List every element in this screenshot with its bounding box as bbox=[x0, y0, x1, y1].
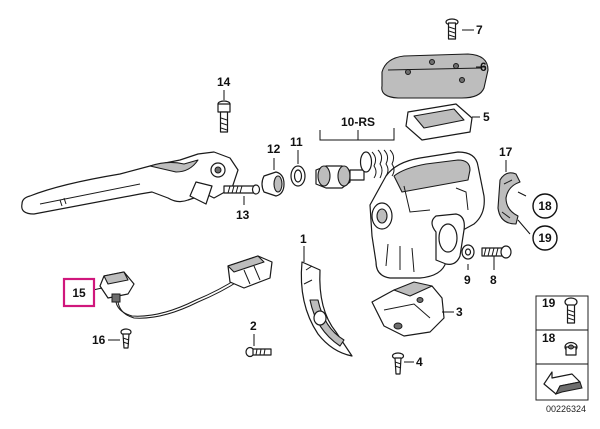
callout-17: 17 bbox=[499, 145, 513, 159]
part-8-bolt[interactable] bbox=[481, 245, 512, 259]
callout-2: 2 bbox=[250, 319, 257, 333]
callout-18-circle bbox=[532, 193, 558, 219]
part-4-bracket-screw[interactable] bbox=[391, 352, 405, 375]
legend-row-18: 18 bbox=[542, 331, 556, 345]
legend-row-19: 19 bbox=[542, 296, 556, 310]
part-12-dust-boot[interactable] bbox=[261, 171, 285, 197]
part-9-washer[interactable] bbox=[461, 244, 475, 260]
callout-7: 7 bbox=[476, 23, 483, 37]
callout-4: 4 bbox=[416, 355, 423, 369]
part-2-shield-screw[interactable] bbox=[245, 346, 272, 358]
part-5-diaphragm[interactable] bbox=[405, 103, 473, 141]
callout-5: 5 bbox=[483, 110, 490, 124]
callout-10-rs: 10-RS bbox=[341, 115, 375, 129]
callout-9: 9 bbox=[464, 273, 471, 287]
part-6-reservoir-cover[interactable] bbox=[381, 53, 489, 99]
part-13-adjuster-pin[interactable] bbox=[223, 184, 261, 195]
legend-nut-18-icon bbox=[564, 341, 578, 356]
part-10-piston-kit[interactable] bbox=[315, 149, 395, 189]
part-11-circlip[interactable] bbox=[290, 165, 306, 187]
part-16-switch-screw[interactable] bbox=[120, 328, 132, 349]
callout-19-circle bbox=[532, 225, 558, 251]
part-17-handlebar-clamp[interactable] bbox=[497, 172, 521, 225]
callout-15: 15 bbox=[72, 286, 86, 300]
callout-3: 3 bbox=[456, 305, 463, 319]
diagram-code: 00226324 bbox=[546, 404, 586, 414]
callout-16: 16 bbox=[92, 333, 106, 347]
part-7-cover-screw[interactable] bbox=[445, 18, 459, 40]
callout-labels: 7 6 5 14 12 11 10-RS 13 17 1 9 8 3 2 4 1… bbox=[62, 23, 558, 369]
legend-screw-19-icon bbox=[564, 297, 578, 324]
part-14-pivot-bolt[interactable] bbox=[217, 100, 231, 133]
callout-19: 19 bbox=[538, 231, 552, 245]
part-3-bracket[interactable] bbox=[371, 281, 445, 337]
part-brake-lever[interactable] bbox=[21, 151, 239, 215]
master-cylinder-housing[interactable] bbox=[369, 151, 485, 279]
part-15-brake-light-switch[interactable] bbox=[99, 255, 273, 319]
part-1-heat-shield[interactable] bbox=[300, 261, 353, 357]
callout-6: 6 bbox=[480, 60, 487, 74]
callout-14: 14 bbox=[217, 75, 231, 89]
callout-18: 18 bbox=[538, 199, 552, 213]
callout-12: 12 bbox=[267, 142, 281, 156]
callout-13: 13 bbox=[236, 208, 250, 222]
callout-15-highlight bbox=[62, 277, 96, 308]
callout-11: 11 bbox=[290, 135, 303, 149]
callout-8: 8 bbox=[490, 273, 497, 287]
callout-1: 1 bbox=[300, 232, 307, 246]
direction-arrow-icon bbox=[543, 371, 583, 395]
fastener-legend: 19 18 bbox=[535, 295, 589, 401]
